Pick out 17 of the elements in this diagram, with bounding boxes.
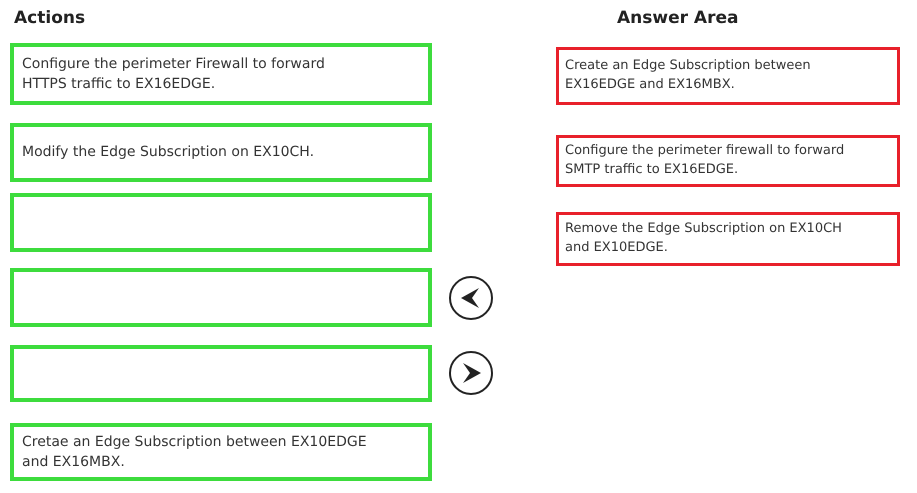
- action-box: [10, 43, 432, 105]
- action-text: Modify the Edge Subscription on EX10CH.: [22, 143, 314, 162]
- action-box: [10, 123, 432, 182]
- answer-box: [556, 47, 900, 105]
- action-box: [10, 423, 432, 481]
- answer-box: [556, 212, 900, 266]
- column-heading: Answer Area: [617, 8, 738, 28]
- action-text: Configure the perimeter firewall to forward SMTP traffic to EX16EDGE.: [565, 142, 846, 179]
- empty-slot-box: [10, 268, 432, 327]
- action-text: Create an Edge Subscription between EX16EDGE and EX16MBX.: [565, 57, 812, 94]
- empty-slot-box: [10, 193, 432, 252]
- action-text: Cretae an Edge Subscription between EX10EDGE and EX16MBX.: [22, 432, 368, 472]
- action-text: Configure the perimeter Firewall to forward HTTPS traffic to EX16EDGE.: [22, 54, 326, 94]
- column-heading: Actions: [14, 8, 86, 28]
- answer-box: [556, 135, 900, 187]
- action-text: Remove the Edge Subscription on EX10CH and EX10EDGE.: [565, 220, 843, 257]
- empty-slot-box: [10, 345, 432, 402]
